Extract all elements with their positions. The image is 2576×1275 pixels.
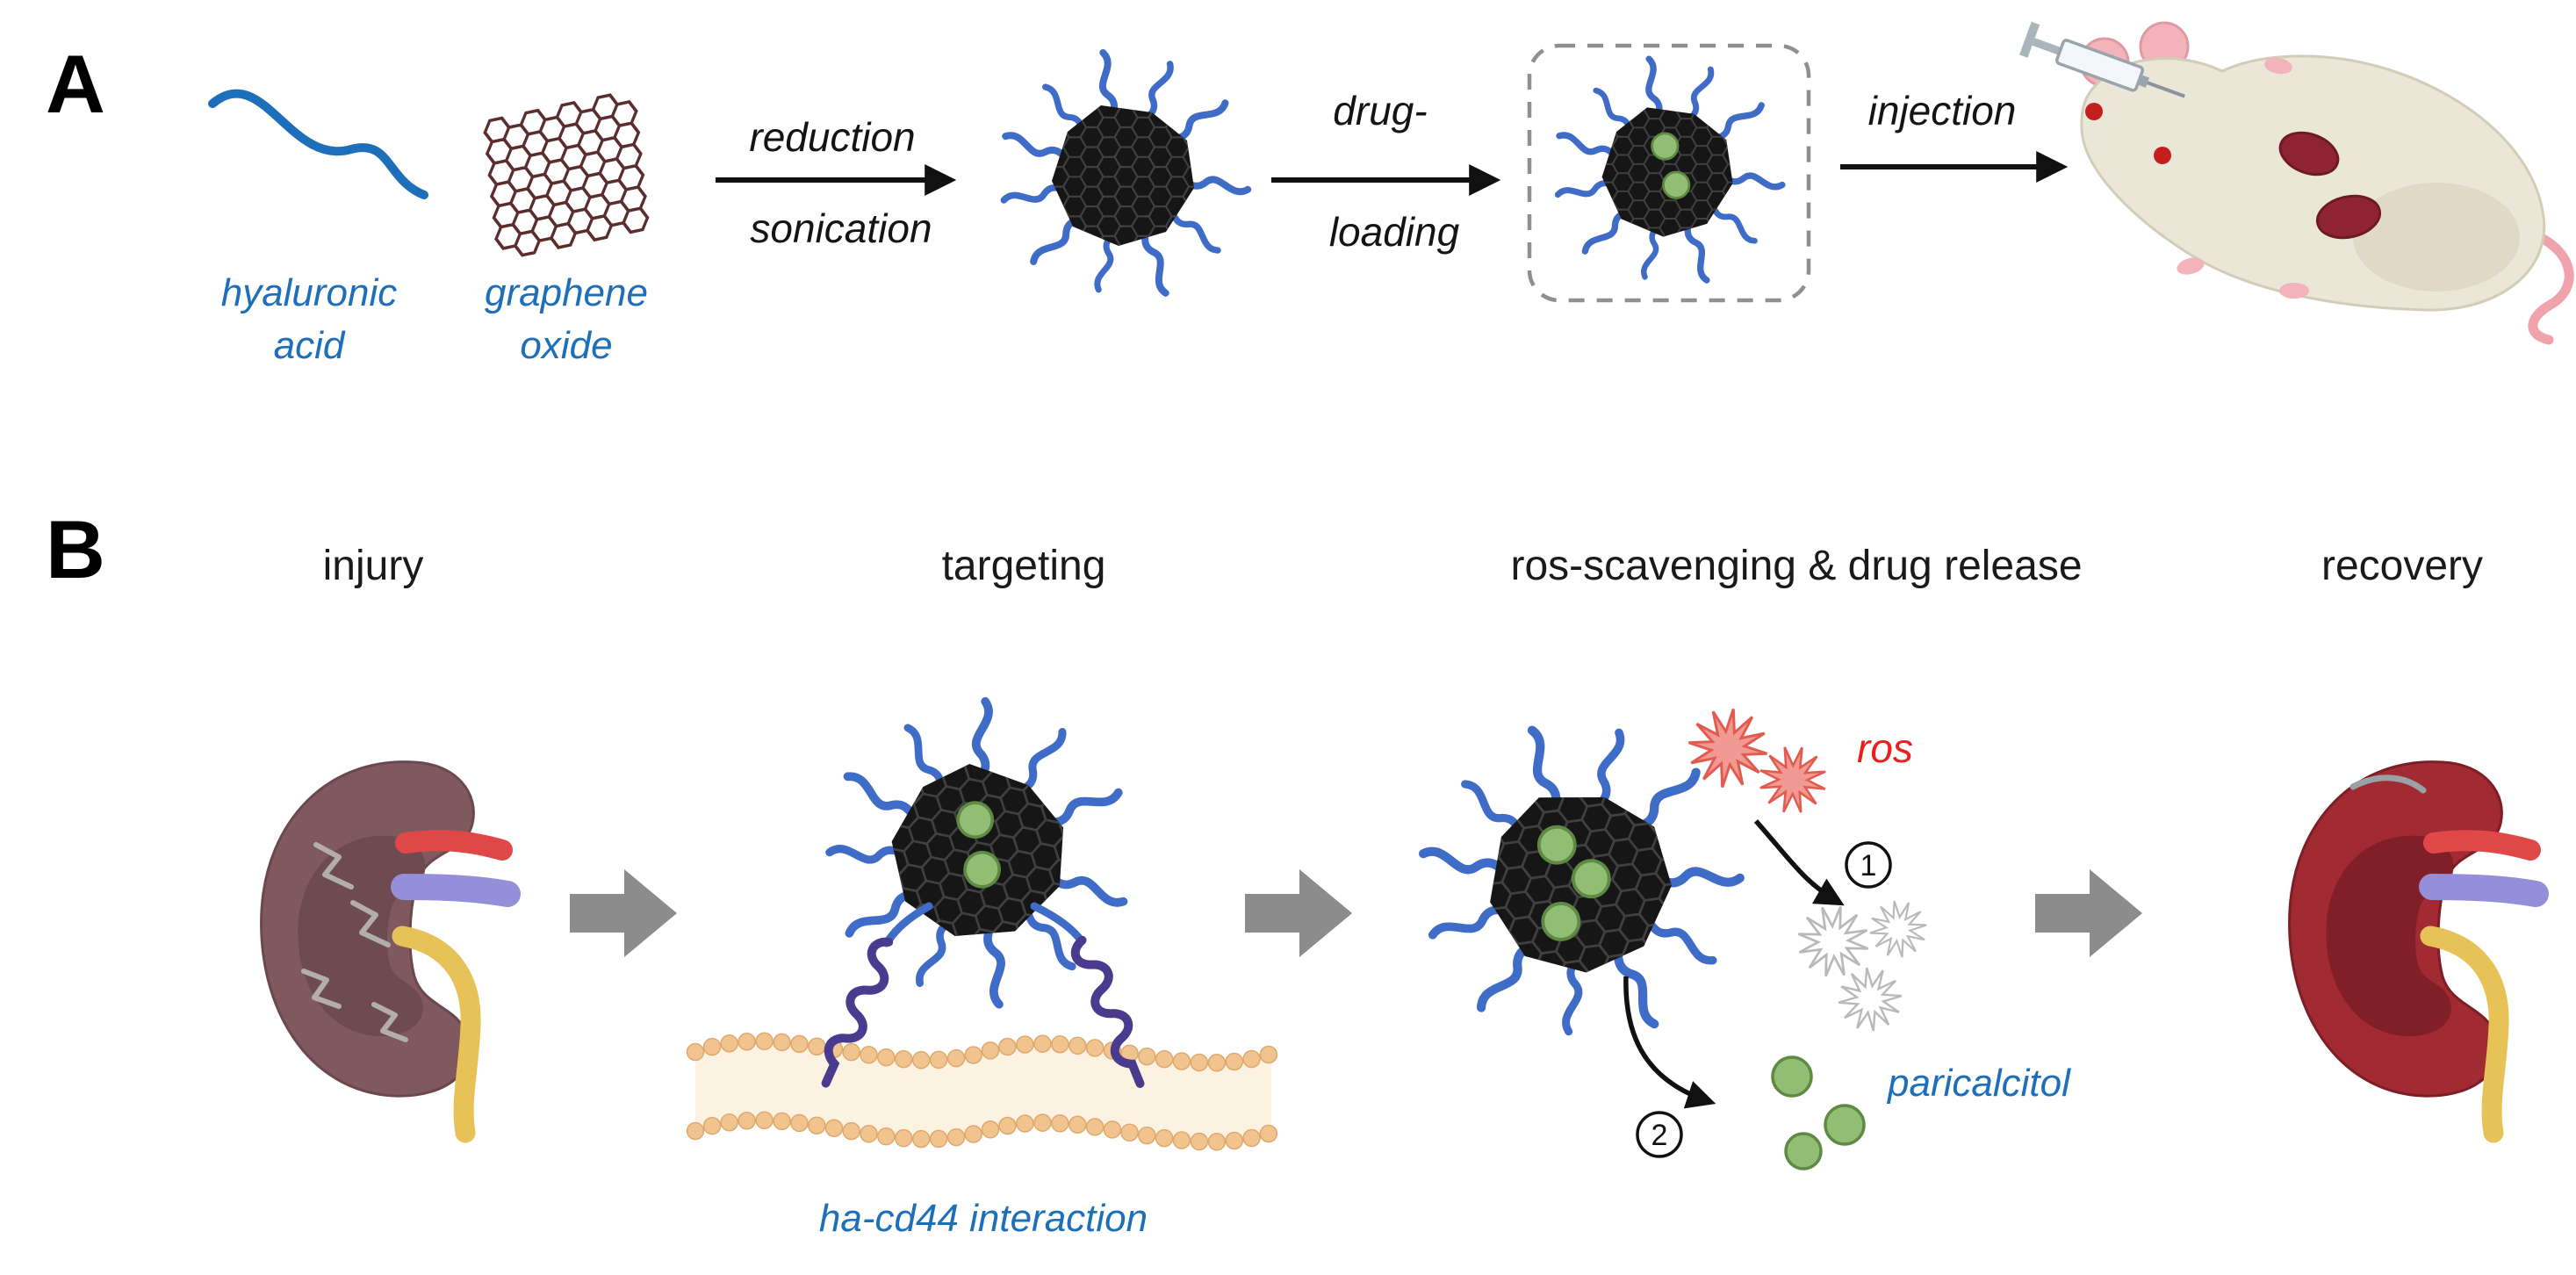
- flow-arrow: [1245, 869, 1352, 957]
- graphene-oxide-icon: [483, 93, 650, 257]
- hyaluronic-acid-label-2: acid: [274, 324, 346, 367]
- step1-marker: 1: [1845, 841, 1892, 889]
- mouse-foot: [2264, 57, 2292, 75]
- stage-recovery-label: recovery: [2321, 543, 2483, 589]
- injury-cracks: [301, 842, 408, 1042]
- reduction-label: reduction: [749, 114, 915, 160]
- graphene-oxide-label-1: graphene: [485, 271, 648, 314]
- scavenging-arrow: [1753, 819, 1845, 906]
- drug-label: drug-: [1333, 88, 1427, 133]
- loading-label: loading: [1329, 209, 1460, 255]
- syringe-icon: [2019, 21, 2185, 98]
- ha-cd44-label: ha-cd44 interaction: [819, 1197, 1148, 1240]
- flow-arrow: [570, 869, 677, 957]
- drug-release-arrow: [1623, 976, 1716, 1109]
- dashed-box: [1527, 43, 1811, 303]
- mouse-haunch-shade: [2353, 183, 2520, 292]
- panel-a-label: A: [46, 38, 105, 130]
- step2-marker: 2: [1636, 1111, 1683, 1158]
- svg-text:1: 1: [1860, 849, 1877, 882]
- released-drug-dots: [1771, 1055, 1866, 1171]
- paricalcitol-label: paricalcitol: [1886, 1062, 2071, 1105]
- cell-membrane: [686, 1032, 1278, 1151]
- svg-text:2: 2: [1651, 1119, 1668, 1152]
- injection-label: injection: [1868, 88, 2017, 133]
- mouse-foot: [2279, 283, 2309, 299]
- mouse-eye: [2154, 147, 2171, 164]
- ros-icon: [1751, 738, 1835, 822]
- drug-dot: [1651, 132, 1680, 161]
- healthy-kidney: [2288, 760, 2536, 1133]
- mouse-kidney-icon: [2315, 194, 2382, 240]
- mouse-tail: [2510, 223, 2574, 345]
- neutralized-ros: [1789, 896, 1932, 1042]
- ros-label: ros: [1857, 725, 1913, 771]
- mouse: [2079, 21, 2574, 345]
- hyaluronic-acid-label-1: hyaluronic: [221, 271, 398, 314]
- stage-injury-label: injury: [323, 543, 424, 589]
- nanoparticle-bare: [1004, 52, 1248, 294]
- stage-targeting-label: targeting: [942, 543, 1106, 589]
- hyaluronic-acid-icon: [208, 89, 428, 199]
- mouse-eye: [2085, 103, 2103, 120]
- flow-arrow: [2035, 869, 2142, 957]
- kidney-vessel-detail: [2349, 774, 2427, 794]
- stage-ros-label: ros-scavenging & drug release: [1510, 543, 2082, 589]
- injured-kidney: [260, 760, 507, 1133]
- mouse-kidney-icon: [2278, 131, 2340, 176]
- nanoparticle-loaded: [1558, 59, 1783, 282]
- mouse-foot: [2177, 257, 2205, 275]
- sonication-label: sonication: [750, 205, 932, 251]
- graphene-oxide-label-2: oxide: [520, 324, 612, 367]
- drug-dot: [1662, 170, 1691, 199]
- panel-b-label: B: [46, 503, 105, 595]
